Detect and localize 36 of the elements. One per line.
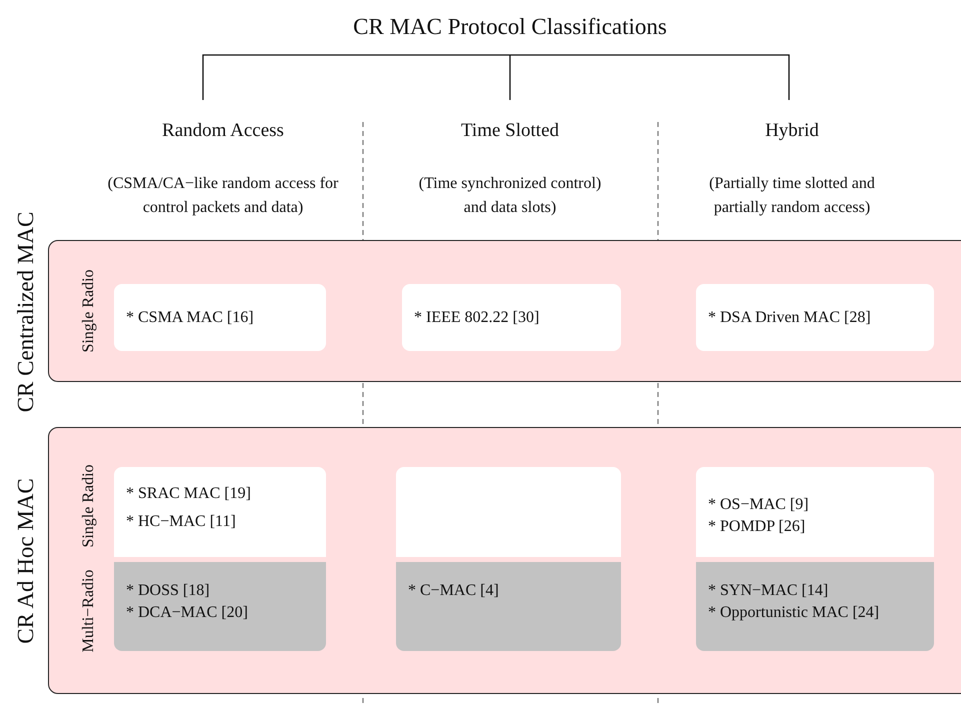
protocol-entry: * IEEE 802.22 [30] — [414, 308, 540, 326]
tree-connector — [202, 54, 510, 100]
protocol-box — [696, 284, 934, 351]
radio-label: Multi−Radio — [80, 570, 98, 652]
protocol-entry: * OS−MAC [9] — [708, 496, 810, 514]
protocol-entry: * DOSS [18] — [126, 582, 211, 600]
radio-label: Single Radio — [80, 269, 98, 353]
protocol-box — [402, 284, 621, 351]
protocol-entry: * POMDP [26] — [708, 518, 806, 536]
row-heading: CR Ad Hoc MAC — [13, 478, 39, 644]
protocol-entry: * Opportunistic MAC [24] — [708, 604, 880, 622]
column-description: (CSMA/CA−like random access for control packets and data) — [107, 174, 339, 218]
protocol-entry: * DSA Driven MAC [28] — [708, 308, 872, 326]
protocol-box — [114, 284, 326, 351]
protocol-entry: * CSMA MAC [16] — [126, 308, 255, 326]
protocol-box — [114, 562, 326, 651]
tree-connector — [510, 54, 790, 100]
protocol-box — [114, 467, 326, 557]
column-heading: Random Access — [162, 120, 284, 142]
column-description: (Partially time slotted and partially random access) — [708, 174, 876, 218]
protocol-entry: * SYN−MAC [14] — [708, 582, 830, 600]
empty-box — [396, 467, 621, 557]
protocol-entry: * DCA−MAC [20] — [126, 604, 249, 622]
row-heading: CR Centralized MAC — [13, 212, 39, 412]
protocol-box — [396, 562, 621, 651]
protocol-entry: * SRAC MAC [19] — [126, 485, 252, 503]
column-heading: Time Slotted — [460, 120, 559, 142]
tree-connector — [509, 54, 511, 100]
root-label: CR MAC Protocol Classifications — [353, 14, 667, 40]
column-heading: Hybrid — [765, 120, 819, 142]
radio-label: Single Radio — [80, 464, 98, 548]
protocol-entry: * HC−MAC [11] — [126, 513, 237, 531]
protocol-entry: * C−MAC [4] — [408, 582, 500, 600]
column-description: (Time synchronized control) and data slots) — [418, 174, 602, 218]
protocol-box — [696, 562, 934, 651]
protocol-box — [696, 467, 934, 557]
